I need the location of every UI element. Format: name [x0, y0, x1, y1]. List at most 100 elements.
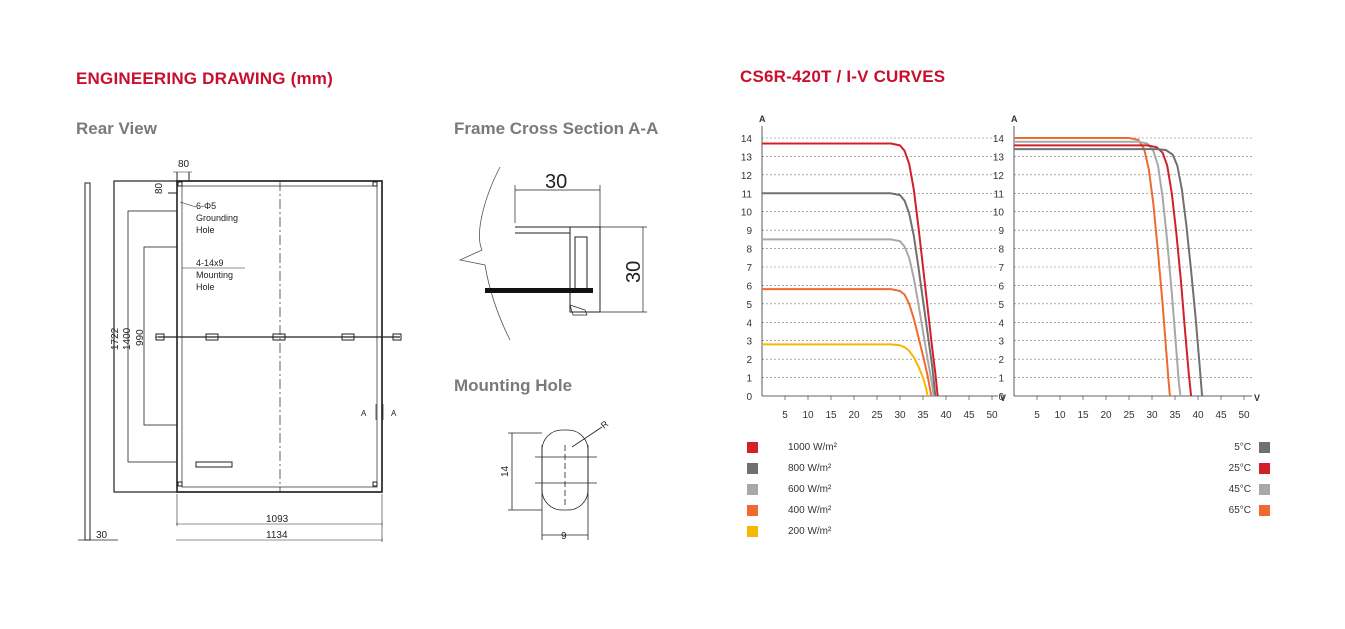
temperature-y-tick-label: 8: [998, 245, 1004, 256]
temperature-y-tick-label: 9: [998, 226, 1004, 237]
temperature-y-tick-label: 10: [993, 208, 1005, 219]
legend-label: 200 W/m²: [788, 526, 832, 537]
temperature-x-tick-label: 30: [1146, 410, 1158, 421]
temperature-y-tick-label: 0: [998, 392, 1004, 403]
irradiance-x-tick-label: 10: [802, 410, 814, 421]
temperature-series-line: [1014, 148, 1204, 397]
legend-label: 600 W/m²: [788, 484, 832, 495]
irradiance-y-tick-label: 0: [746, 392, 752, 403]
irradiance-y-tick-label: 1: [746, 374, 752, 385]
legend-swatch: [747, 442, 758, 453]
temperature-x-tick-label: 15: [1077, 410, 1089, 421]
rear-height-990-label: 990: [135, 329, 146, 346]
legend-item: 25°C: [1229, 463, 1270, 474]
legend-label: 45°C: [1228, 484, 1251, 495]
temperature-y-tick-label: 12: [993, 171, 1005, 182]
mounting-hole-word1: Mounting: [196, 270, 233, 280]
iv-curves-title: CS6R-420T / I-V CURVES: [740, 67, 946, 86]
legend-label: 1000 W/m²: [788, 442, 837, 453]
temperature-y-tick-label: 5: [998, 300, 1004, 311]
frame-section-drawing: 30 30: [458, 166, 647, 341]
temperature-y-axis-label: A: [1011, 114, 1018, 124]
temperature-y-tick-label: 4: [998, 318, 1004, 329]
legend-item: 800 W/m²: [747, 463, 831, 474]
rear-view-drawing: 80 80 1722 1400 990 1093 1134 30 A A 6-Φ…: [78, 159, 402, 542]
temperature-y-tick-label: 14: [993, 134, 1005, 145]
mount-height-label: 14: [500, 465, 511, 477]
temperature-x-tick-label: 45: [1215, 410, 1227, 421]
irradiance-y-tick-label: 3: [746, 337, 752, 348]
rear-height-1400-label: 1400: [122, 327, 133, 350]
rear-width-1093-label: 1093: [266, 514, 289, 525]
frame-height-label: 30: [623, 261, 645, 283]
legend-item: 5°C: [1234, 442, 1270, 453]
legend-swatch: [1259, 484, 1270, 495]
grounding-hole-word2: Hole: [196, 225, 215, 235]
mounting-hole-drawing: 14 9 R: [500, 418, 611, 542]
irradiance-series-line: [762, 343, 929, 397]
legend-item: 65°C: [1229, 505, 1270, 516]
irradiance-series-line: [762, 238, 935, 397]
temperature-y-tick-label: 7: [998, 263, 1004, 274]
rear-height-1722-label: 1722: [110, 327, 121, 350]
temperature-x-tick-label: 40: [1192, 410, 1204, 421]
temperature-y-tick-label: 6: [998, 281, 1004, 292]
irradiance-x-tick-label: 40: [940, 410, 952, 421]
irradiance-y-axis-label: A: [759, 114, 766, 124]
grounding-hole-word1: Grounding: [196, 213, 238, 223]
mount-width-label: 9: [561, 531, 567, 542]
temperature-y-tick-label: 13: [993, 152, 1005, 163]
irradiance-y-tick-label: 14: [741, 134, 753, 145]
irradiance-x-tick-label: 5: [782, 410, 788, 421]
irradiance-x-tick-label: 50: [986, 410, 998, 421]
rear-corner-width-label: 80: [178, 159, 190, 170]
temperature-x-axis-label: V: [1254, 393, 1260, 403]
irradiance-y-tick-label: 8: [746, 245, 752, 256]
irradiance-y-tick-label: 10: [741, 208, 753, 219]
mounting-hole-title: Mounting Hole: [454, 376, 573, 395]
legend-item: 45°C: [1229, 484, 1270, 495]
irradiance-y-tick-label: 6: [746, 281, 752, 292]
irradiance-x-tick-label: 35: [917, 410, 929, 421]
temperature-series-line: [1014, 140, 1182, 397]
irradiance-y-tick-label: 9: [746, 226, 752, 237]
temperature-y-tick-label: 11: [994, 189, 1005, 200]
temperature-x-tick-label: 5: [1034, 410, 1040, 421]
temperature-x-tick-label: 20: [1100, 410, 1112, 421]
irradiance-y-tick-label: 12: [741, 171, 753, 182]
irradiance-y-tick-label: 4: [746, 318, 752, 329]
irradiance-y-tick-label: 7: [746, 263, 752, 274]
irradiance-x-tick-label: 30: [894, 410, 906, 421]
legend-item: 1000 W/m²: [747, 442, 837, 453]
legend-swatch: [1259, 463, 1270, 474]
irradiance-series-line: [762, 142, 939, 397]
irradiance-y-tick-label: 5: [746, 300, 752, 311]
temperature-y-tick-label: 1: [998, 374, 1004, 385]
irradiance-x-tick-label: 20: [848, 410, 860, 421]
grounding-hole-spec: 6-Φ5: [196, 201, 216, 211]
rear-width-1134-label: 1134: [266, 530, 288, 541]
rear-thickness-label: 30: [96, 530, 108, 541]
irradiance-y-tick-label: 2: [746, 355, 752, 366]
irradiance-x-tick-label: 45: [963, 410, 975, 421]
legend-item: 200 W/m²: [747, 526, 831, 537]
temperature-x-tick-label: 35: [1169, 410, 1181, 421]
irradiance-series-line: [762, 192, 937, 397]
irradiance-x-tick-label: 25: [871, 410, 883, 421]
legend-swatch: [747, 463, 758, 474]
rear-view-title: Rear View: [76, 119, 157, 138]
irradiance-x-tick-label: 15: [825, 410, 837, 421]
legend-swatch: [747, 484, 758, 495]
legend-label: 800 W/m²: [788, 463, 832, 474]
legend-label: 400 W/m²: [788, 505, 832, 516]
legend-swatch: [747, 526, 758, 537]
legend-item: 600 W/m²: [747, 484, 831, 495]
legend-swatch: [1259, 505, 1270, 516]
legend-label: 25°C: [1228, 463, 1251, 474]
rear-corner-height-label: 80: [154, 182, 165, 194]
temperature-series-line: [1014, 144, 1193, 397]
section-mark-a1: A: [361, 409, 367, 418]
temperature-series-line: [1014, 137, 1171, 397]
